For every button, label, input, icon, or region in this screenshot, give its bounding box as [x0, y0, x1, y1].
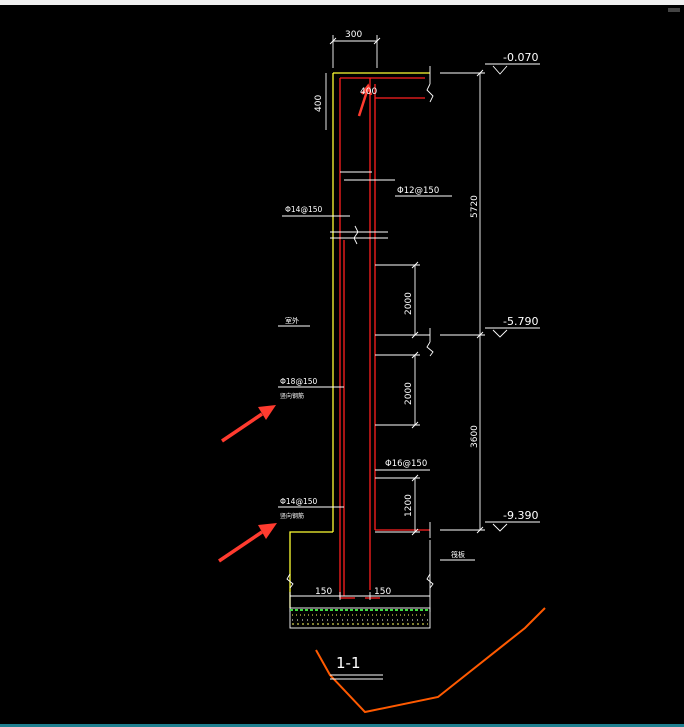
resize-grip[interactable] — [668, 8, 680, 12]
annotation-arrows — [218, 405, 277, 563]
rebar-group — [339, 77, 430, 599]
rebar-label-inner-lower: Φ16@150 — [385, 459, 427, 469]
inner-lines — [278, 171, 452, 533]
dim-h-lower: 3600 — [470, 425, 480, 448]
label-exterior: 室外 — [285, 316, 299, 325]
hook-arrow — [357, 83, 373, 117]
status-bar-edge — [0, 724, 684, 727]
dim-foot-right: 150 — [374, 587, 391, 597]
rebar-label-inner-upper: Φ12@150 — [397, 186, 439, 196]
dim-seg-c: 1200 — [404, 494, 414, 517]
rebar-label-outer-bottom: Φ14@150 — [280, 497, 317, 506]
dim-wall-thickness: 300 — [345, 30, 362, 40]
rebar-note-outer-bottom: 竖向钢筋 — [280, 512, 304, 520]
dim-top-offset: 400 — [314, 95, 324, 112]
dim-hook-len: 400 — [360, 87, 377, 97]
label-raft: 筏板 — [451, 550, 465, 559]
dim-seg-b: 2000 — [404, 382, 414, 405]
elevation-top: -0.070 — [503, 51, 538, 64]
elevation-markers — [492, 65, 508, 532]
elevation-bottom: -9.390 — [503, 509, 538, 522]
wall-outline — [289, 72, 430, 608]
window-top-border — [0, 0, 684, 5]
excavation-line — [315, 607, 546, 714]
rebar-label-outer-top: Φ14@150 — [285, 205, 322, 214]
dim-seg-a: 2000 — [404, 292, 414, 315]
dim-foot-left: 150 — [315, 587, 332, 597]
rebar-note-outer-mid: 竖向钢筋 — [280, 392, 304, 400]
rebar-label-outer-mid: Φ18@150 — [280, 377, 317, 386]
dimension-lines — [286, 35, 540, 612]
title-underline — [330, 674, 383, 680]
dim-h-upper: 5720 — [470, 195, 480, 218]
elevation-middle: -5.790 — [503, 315, 538, 328]
section-title: 1-1 — [336, 654, 361, 672]
gravel-bed — [289, 607, 431, 629]
